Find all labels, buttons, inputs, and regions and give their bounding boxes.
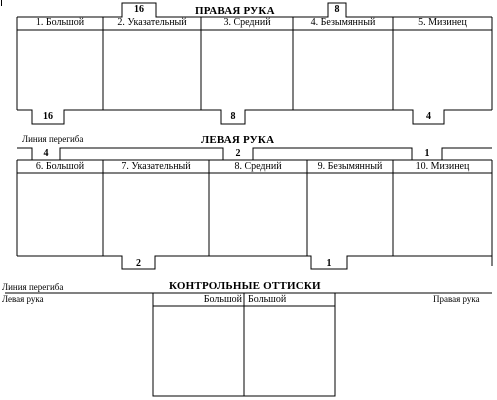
- left-top-tab-2: 2: [235, 148, 241, 159]
- right-col-5: 5. Мизинец: [418, 17, 467, 28]
- left-bottom-tab-1: 1: [326, 258, 332, 269]
- right-col-4: 4. Безымянный: [310, 17, 376, 28]
- left-bottom-tab-2: 2: [136, 258, 141, 269]
- left-top-tab-4: 4: [43, 148, 49, 159]
- right-bottom-tab-16: 16: [43, 111, 53, 122]
- left-hand-title: ЛЕВАЯ РУКА: [201, 134, 275, 146]
- right-col-3: 3. Средний: [223, 17, 271, 28]
- left-col-6: 6. Большой: [35, 161, 85, 172]
- control-col-right-thumb: Большой: [248, 294, 287, 305]
- control-right-hand-label: Правая рука: [433, 294, 480, 304]
- right-top-tab-8: 8: [334, 4, 340, 15]
- control-left-hand-label: Левая рука: [2, 294, 44, 304]
- right-bottom-tab-8: 8: [230, 111, 236, 122]
- left-col-7: 7. Указательный: [121, 161, 191, 172]
- left-col-9: 9. Безымянный: [317, 161, 383, 172]
- right-col-1: 1. Большой: [35, 17, 85, 28]
- control-col-left-thumb: Большой: [203, 294, 242, 305]
- left-col-8: 8. Средний: [234, 161, 282, 172]
- right-col-2: 2. Указательный: [117, 17, 187, 28]
- left-fold-label: Линия перегиба: [22, 134, 84, 144]
- right-hand-title: ПРАВАЯ РУКА: [195, 5, 275, 17]
- right-bottom-tab-4: 4: [426, 111, 431, 122]
- right-top-tab-16: 16: [134, 4, 144, 15]
- left-top-tab-1: 1: [424, 148, 430, 159]
- control-fold-label: Линия перегиба: [2, 282, 64, 292]
- left-col-10: 10. Мизинец: [415, 161, 470, 172]
- control-title: КОНТРОЛЬНЫЕ ОТТИСКИ: [169, 280, 321, 292]
